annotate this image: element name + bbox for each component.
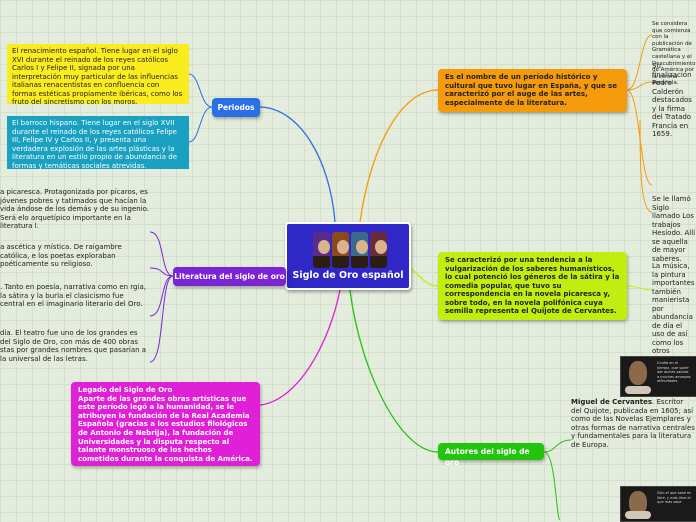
note-barroco[interactable]: El barroco hispano. Tiene lugar en el si… (7, 116, 189, 170)
portrait-1 (313, 232, 330, 268)
note-finalizacion[interactable]: Su finalización Pedro Calderón destacado… (652, 62, 692, 138)
cervantes-portrait-image: Confía en el tiempo, que suele dar dulce… (620, 356, 696, 397)
legado-title: Legado del Siglo de Oro (78, 386, 173, 394)
branch-periodos[interactable]: Periodos (212, 98, 260, 117)
note-comedia[interactable]: dia. El teatro fue uno de los grandes es… (0, 329, 147, 363)
note-nombre[interactable]: Se le llamó Siglo llamado Los trabajos H… (652, 195, 696, 263)
topic-definicion[interactable]: Es el nombre de un período histórico y c… (438, 69, 627, 112)
quevedo-portrait-image: Sólo el que sabe es libre, y más libre e… (620, 486, 696, 522)
legado-body: Aparte de las grandes obras artísticas q… (78, 394, 253, 463)
quote-cervantes: Confía en el tiempo, que suele dar dulce… (657, 361, 691, 383)
quote-quevedo: Sólo el que sabe es libre, y más libre e… (657, 491, 691, 504)
branch-autores[interactable]: Autores del siglo de oro (438, 443, 544, 467)
note-poesia[interactable]: . Tanto en poesía, narrativa como en rgi… (0, 283, 146, 308)
note-picaresca[interactable]: a picaresca. Protagonizada por pícaros, … (0, 188, 150, 230)
central-title: Siglo de Oro español (292, 269, 404, 281)
portrait-2 (332, 232, 349, 268)
cervantes-name: Miguel de Cervantes (571, 398, 653, 406)
branch-literatura[interactable]: Literatura del siglo de oro (173, 267, 286, 286)
topic-legado[interactable]: Legado del Siglo de Oro Aparte de las gr… (71, 382, 260, 466)
central-topic[interactable]: Siglo de Oro español (285, 222, 411, 290)
note-comienzo[interactable]: Se considera que comienza con la publica… (652, 21, 696, 87)
portrait-3 (351, 232, 368, 268)
note-ascetica[interactable]: a ascética y mística. De raigambre catól… (0, 243, 122, 268)
topic-caracteristicas[interactable]: Se caracterizó por una tendencia a la vu… (438, 252, 627, 320)
portraits-image (313, 232, 387, 268)
note-renacimiento[interactable]: El renacimiento español. Tiene lugar en … (7, 44, 189, 106)
portrait-4 (370, 232, 387, 268)
cervantes-text: . Escritor del Quijote, publicada en 160… (571, 398, 695, 449)
note-cervantes[interactable]: Miguel de Cervantes. Escritor del Quijot… (571, 398, 696, 449)
note-artes[interactable]: La música, la pintura importantes tambié… (652, 262, 695, 355)
